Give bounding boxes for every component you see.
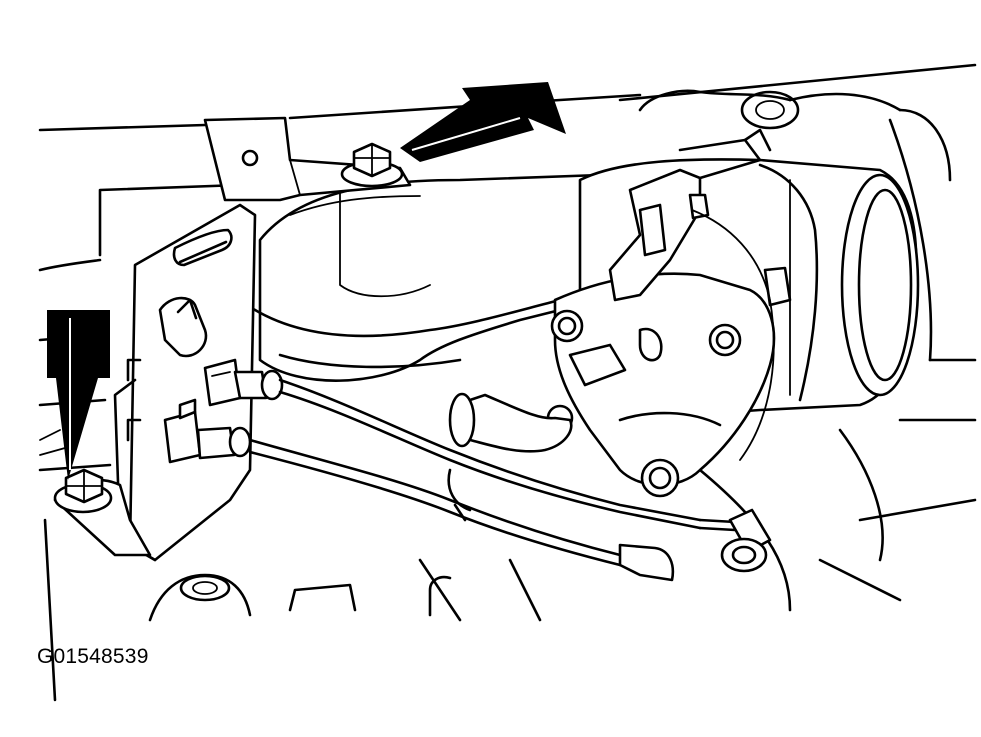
intake-tube: [238, 173, 602, 382]
arrow-icon-left: [47, 310, 110, 480]
lower-bolt-icon: [53, 468, 152, 557]
upper-bolt-icon: [340, 142, 404, 188]
connector-upper: [203, 358, 284, 407]
figure-id-label: G01548539: [37, 645, 149, 668]
mounting-bracket: [113, 203, 257, 562]
wiring-harness: [248, 209, 775, 582]
wire-end-plug: [720, 508, 772, 573]
vacuum-hose: [448, 392, 573, 453]
arrow-icon-top: [400, 82, 566, 162]
engine-background: [38, 63, 977, 702]
connector-lower: [163, 398, 252, 464]
throttle-body: [546, 128, 920, 498]
